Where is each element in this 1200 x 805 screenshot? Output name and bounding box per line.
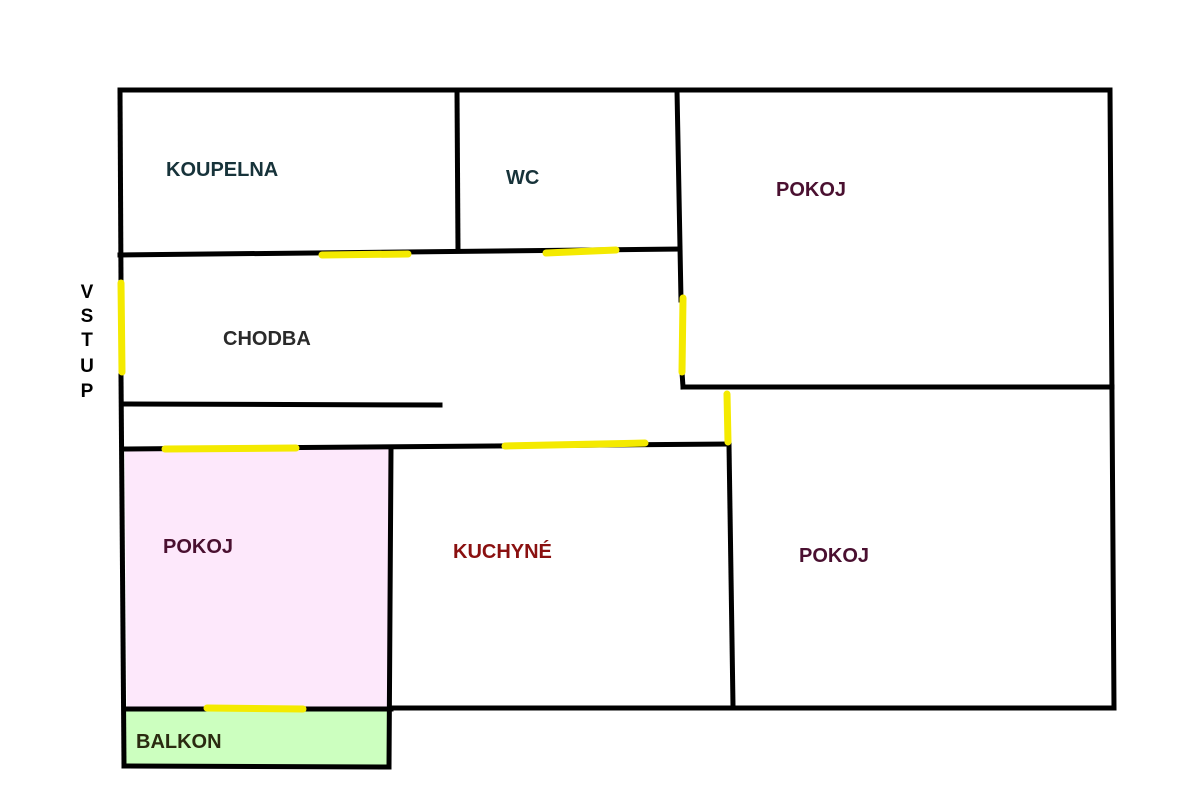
pokoj-bottom-left-door xyxy=(161,444,300,453)
pokoj-bottom-left-fill xyxy=(125,448,391,709)
corridor-inner-wall xyxy=(121,401,443,408)
entry-letter: T xyxy=(81,330,93,351)
balkon-door xyxy=(203,704,307,713)
outer-wall-left-upper xyxy=(117,87,124,285)
outer-wall-left-lower xyxy=(118,373,127,769)
outer-wall xyxy=(117,87,1117,711)
entry-label: V S T U P xyxy=(80,282,94,402)
pokoj-bottom-right-door xyxy=(723,390,732,446)
room-label-balkon: BALKON xyxy=(136,731,222,753)
balkon-fill xyxy=(125,709,391,766)
doors xyxy=(117,246,732,713)
kuchyne-pokoj-wall xyxy=(726,442,736,709)
room-label-koupelna: KOUPELNA xyxy=(166,159,278,181)
koupelna-door xyxy=(318,250,412,259)
entry-letter: V xyxy=(81,282,94,303)
entry-letter: U xyxy=(80,356,94,377)
wc-door xyxy=(542,246,620,257)
room-label-chodba: CHODBA xyxy=(223,328,311,350)
room-label-pokoj-bottom-right: POKOJ xyxy=(799,545,869,567)
balkon-right-wall xyxy=(386,445,394,770)
kuchyne-door xyxy=(501,439,649,450)
entry-letter: S xyxy=(81,306,94,327)
room-label-wc: WC xyxy=(506,167,539,189)
room-label-kuchyne: KUCHYNÉ xyxy=(453,540,552,563)
pokoj-top-right-door xyxy=(678,294,687,376)
entry-letter: P xyxy=(81,381,94,402)
wc-pokoj-wall xyxy=(674,87,684,303)
koupelna-wc-wall xyxy=(454,87,461,253)
room-label-pokoj-top-right: POKOJ xyxy=(776,179,846,201)
room-label-pokoj-bottom-left: POKOJ xyxy=(163,536,233,558)
entry-door xyxy=(117,279,126,376)
balkon-bottom-wall xyxy=(121,763,392,770)
